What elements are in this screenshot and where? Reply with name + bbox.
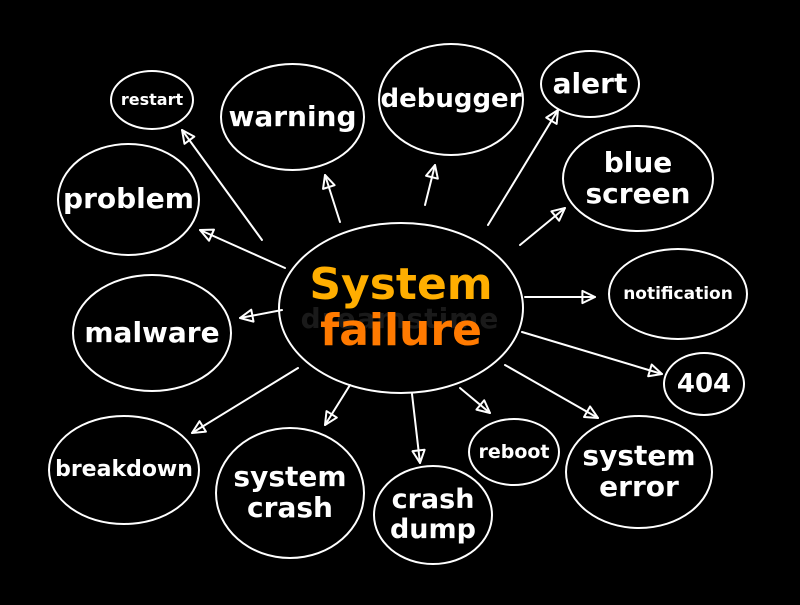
arrow-to-breakdown xyxy=(191,367,299,434)
node-blue-screen: blue screen xyxy=(562,125,714,232)
arrow-to-debugger xyxy=(424,164,439,206)
arrow-head-restart xyxy=(181,129,196,145)
arrow-head-system-error xyxy=(583,405,599,419)
arrow-to-alert xyxy=(487,109,559,226)
node-404: 404 xyxy=(663,352,745,416)
node-restart: restart xyxy=(110,70,194,130)
arrow-head-breakdown xyxy=(191,420,207,434)
node-malware: malware xyxy=(72,274,232,392)
arrow-to-problem xyxy=(199,228,286,269)
arrow-to-warning xyxy=(322,174,341,223)
arrow-head-system-crash xyxy=(324,410,338,426)
arrow-head-alert xyxy=(545,109,559,125)
arrow-to-system-crash xyxy=(324,384,351,426)
arrow-head-blue-screen xyxy=(550,207,566,222)
central-topic: System failure xyxy=(278,222,524,394)
node-breakdown: breakdown xyxy=(48,415,200,525)
arrow-head-404 xyxy=(647,363,663,378)
arrow-to-reboot xyxy=(459,387,491,414)
node-alert: alert xyxy=(540,50,640,118)
node-problem: problem xyxy=(57,143,200,256)
node-warning: warning xyxy=(220,63,365,171)
arrow-head-debugger xyxy=(425,164,439,180)
node-system-error: system error xyxy=(565,415,713,529)
arrow-to-notification xyxy=(524,289,596,305)
arrow-head-crash-dump xyxy=(411,448,426,464)
arrow-to-restart xyxy=(181,129,263,241)
arrow-to-malware xyxy=(239,308,283,323)
central-topic-line-2: failure xyxy=(320,305,482,356)
central-topic-line-1: System xyxy=(309,258,493,310)
arrow-head-notification xyxy=(581,289,596,305)
arrow-to-404 xyxy=(521,331,663,378)
node-reboot: reboot xyxy=(468,418,560,486)
arrow-to-blue-screen xyxy=(519,207,566,246)
arrow-head-reboot xyxy=(475,399,491,414)
node-system-crash: system crash xyxy=(215,427,365,559)
arrow-to-crash-dump xyxy=(411,393,426,464)
arrow-head-problem xyxy=(199,228,215,242)
arrow-head-malware xyxy=(239,308,255,323)
node-notification: notification xyxy=(608,248,748,340)
node-crash-dump: crash dump xyxy=(373,465,493,565)
arrow-head-warning xyxy=(322,174,336,190)
node-debugger: debugger xyxy=(378,43,524,156)
arrow-to-system-error xyxy=(504,364,599,419)
